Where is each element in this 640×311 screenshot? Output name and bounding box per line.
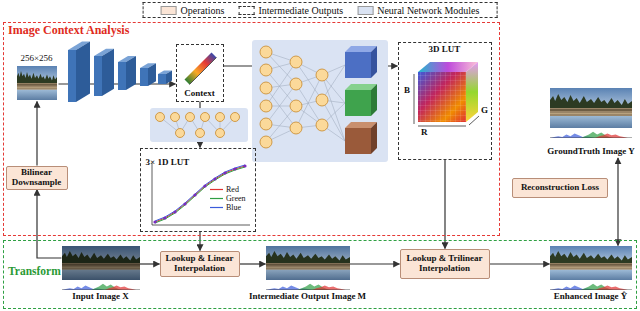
groundtruth-image: GroundTruth Image Y xyxy=(545,86,637,158)
lut-1d-curves xyxy=(152,163,250,225)
operation-label: Bilinear Downsample xyxy=(10,168,64,187)
legend-item: Operations xyxy=(161,5,225,16)
axis-label: R xyxy=(421,128,428,137)
axis-label: G xyxy=(481,106,488,115)
input-image: Input Image X xyxy=(62,246,140,290)
curve-key: Red xyxy=(226,185,239,194)
flow-arrow xyxy=(617,158,618,246)
legend-text: Intermediate Outputs xyxy=(258,5,343,16)
context-vector-bar xyxy=(187,55,217,85)
legend-swatch xyxy=(357,6,373,15)
legend-swatch xyxy=(161,6,177,15)
output-label: Context xyxy=(184,89,215,99)
flow-arrow xyxy=(36,102,37,166)
operation-box: Bilinear Downsample xyxy=(6,166,68,190)
small-mlp-module xyxy=(150,108,248,142)
legend-item: Intermediate Outputs xyxy=(238,5,343,16)
flow-arrow xyxy=(240,263,266,264)
legend-text: Operations xyxy=(181,5,225,16)
operation-box: Lookup & Trilinear Interpolation xyxy=(400,249,490,279)
operation-label: Lookup & Linear Interpolation xyxy=(164,254,236,273)
image-size-label: 256×256 xyxy=(20,54,52,64)
operation-box: Lookup & Linear Interpolation xyxy=(160,251,240,277)
legend-sample xyxy=(238,6,254,15)
loss-box: Reconstruction Loss xyxy=(512,178,608,198)
mlp-module xyxy=(252,40,388,162)
lut-3d-cube xyxy=(414,62,479,126)
photo-thumbnails xyxy=(17,66,632,290)
output-label: 3D LUT xyxy=(429,45,461,55)
legend-text: Neural Network Modules xyxy=(377,5,479,16)
downsampled-image: 256×256 xyxy=(15,54,59,102)
flow-arrow xyxy=(199,232,200,251)
axis-label: B xyxy=(404,86,410,95)
flow-arrow xyxy=(37,190,62,259)
region-title: Image Context Analysis xyxy=(8,24,129,37)
image-caption: Enhanced Image Ŷ xyxy=(554,292,628,302)
image-caption: GroundTruth Image Y xyxy=(547,147,634,157)
flow-arrow xyxy=(490,263,550,264)
operation-label: Reconstruction Loss xyxy=(521,183,599,193)
curve-key: Blue xyxy=(226,203,241,212)
enhanced-image: Enhanced Image Ŷ xyxy=(550,246,632,290)
legend-box: Operations Intermediate Outputs Neural Net… xyxy=(143,2,498,18)
image-caption: Input Image X xyxy=(72,292,129,302)
image-caption: Intermediate Output Image M xyxy=(249,292,366,302)
flow-arrow xyxy=(140,263,160,264)
context-vector: Context xyxy=(176,44,224,102)
output-label: 3× 1D LUT xyxy=(146,157,190,167)
legend-item: Neural Network Modules xyxy=(357,5,479,16)
curve-key: Green xyxy=(226,194,246,203)
lut-3d-cube: 3D LUT xyxy=(398,42,492,160)
operation-label: Lookup & Trilinear Interpolation xyxy=(404,254,486,273)
intermediate-image: Intermediate Output Image M xyxy=(266,246,350,290)
region-title: Transform xyxy=(8,265,61,277)
flow-arrow xyxy=(350,263,400,264)
transform-region: TransformInput Image XLookup & Linear In… xyxy=(3,240,637,309)
cnn-encoder xyxy=(68,42,172,102)
